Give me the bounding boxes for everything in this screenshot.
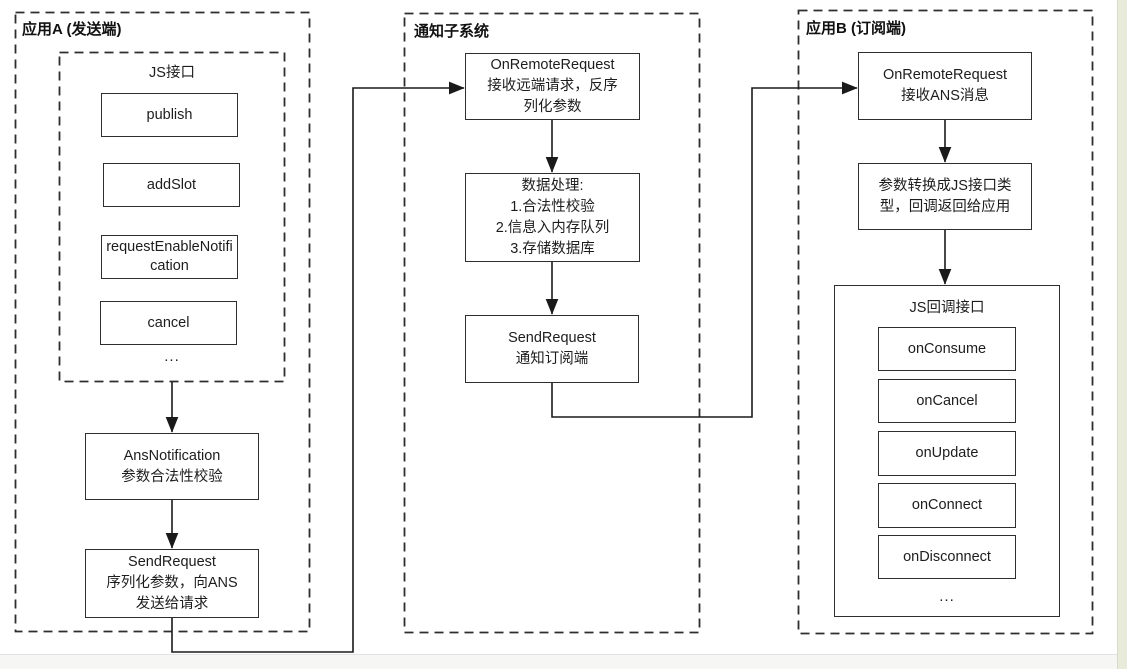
box-sendrequest-sender: SendRequest 序列化参数，向ANS 发送给请求 [85, 549, 259, 618]
box-requestenablenotification: requestEnableNotification [101, 235, 238, 279]
container-app-a-border [14, 11, 311, 633]
box-onconsume: onConsume [878, 327, 1016, 371]
js-api-group-border [58, 51, 286, 383]
connector-ans-to-subscriber [551, 81, 858, 418]
box-ondisconnect: onDisconnect [878, 535, 1016, 579]
js-api-group-title: JS接口 [149, 65, 195, 81]
box-addslot: addSlot [103, 163, 240, 207]
box-onconnect: onConnect [878, 483, 1016, 528]
container-ans-border [403, 12, 701, 634]
title-app-a: 应用A (发送端) [22, 21, 122, 38]
box-data-processing: 数据处理: 1.合法性校验 2.信息入内存队列 3.存储数据库 [465, 173, 640, 262]
title-ans-subsystem: 通知子系统 [414, 23, 490, 40]
box-cancel: cancel [100, 301, 237, 345]
box-oncancel: onCancel [878, 379, 1016, 423]
page-right-strip [1117, 0, 1127, 669]
js-callback-group-title: JS回调接口 [909, 300, 985, 316]
box-param-convert: 参数转换成JS接口类 型，回调返回给应用 [858, 163, 1032, 230]
js-callback-ellipsis: ... [939, 588, 955, 605]
box-onremoterequest-ans: OnRemoteRequest 接收远端请求，反序 列化参数 [465, 53, 640, 120]
box-sendrequest-ans: SendRequest 通知订阅端 [465, 315, 639, 383]
js-api-ellipsis: ... [164, 348, 180, 365]
connector-sender-to-ans [171, 81, 465, 653]
box-ansnotification-validate: AnsNotification 参数合法性校验 [85, 433, 259, 500]
box-onupdate: onUpdate [878, 431, 1016, 476]
page-bottom-strip [0, 654, 1117, 669]
box-publish: publish [101, 93, 238, 137]
box-onremoterequest-subscriber: OnRemoteRequest 接收ANS消息 [858, 52, 1032, 120]
title-app-b: 应用B (订阅端) [806, 20, 906, 37]
container-app-b-border [797, 9, 1094, 635]
